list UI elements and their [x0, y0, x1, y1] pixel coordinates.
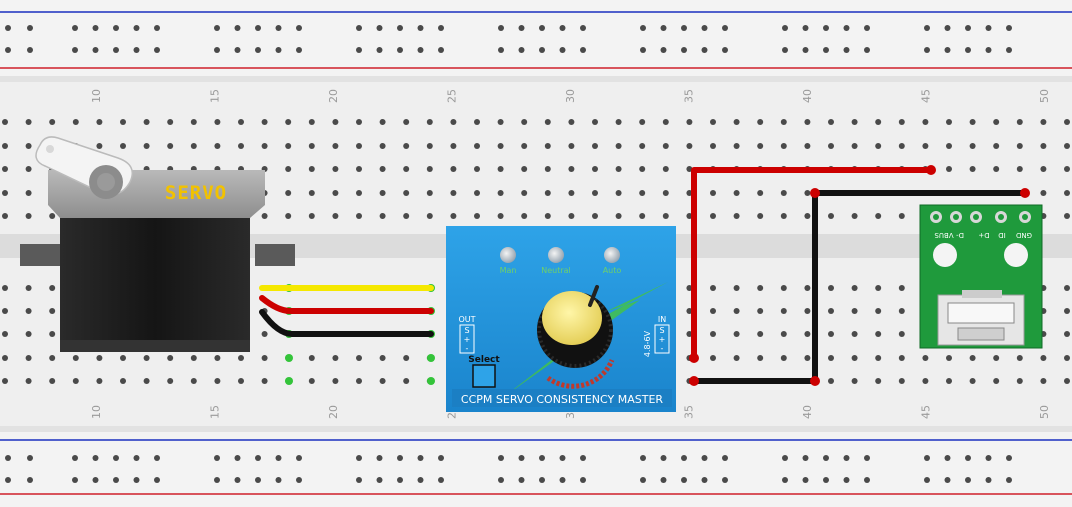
out-pin-s: S — [464, 326, 469, 335]
led-auto — [604, 247, 620, 263]
column-number: 35 — [683, 89, 696, 103]
rail-bottom-gap — [0, 426, 1072, 432]
out-label: OUT — [458, 315, 475, 324]
servo-wires — [259, 285, 434, 337]
led-label-neutral: Neutral — [541, 266, 571, 275]
tester-title: CCPM SERVO CONSISTENCY MASTER — [461, 393, 663, 406]
out-pin-plus: + — [464, 335, 471, 344]
in-pin-s: S — [659, 326, 664, 335]
select-button[interactable] — [472, 364, 496, 388]
usb-pin-dplus: D+ — [978, 231, 989, 239]
column-number: 40 — [801, 89, 814, 103]
column-number: 30 — [564, 89, 577, 103]
voltage-label: 4.8-6V — [643, 330, 652, 357]
servo-motor-icon — [20, 136, 295, 352]
in-pin-plus: + — [659, 335, 666, 344]
column-number: 40 — [801, 405, 814, 419]
wire-power — [259, 295, 434, 314]
column-number: 20 — [327, 405, 340, 419]
micro-usb-port-icon — [937, 290, 1025, 346]
column-number: 15 — [209, 89, 222, 103]
usb-pin-vbus: VBUS — [934, 231, 954, 239]
column-number: 10 — [90, 405, 103, 419]
usb-breakout-board[interactable]: VBUS D- D+ ID GND — [919, 204, 1043, 349]
out-pin-minus: - — [466, 344, 469, 353]
column-number: 20 — [327, 89, 340, 103]
select-label: Select — [468, 355, 500, 365]
column-number: 45 — [920, 89, 933, 103]
column-number: 25 — [446, 89, 459, 103]
jumper-wires — [689, 165, 1030, 386]
usb-pin-gnd: GND — [1016, 231, 1032, 239]
column-number: 50 — [1038, 405, 1051, 419]
usb-pin-dminus: D- — [956, 231, 964, 239]
potentiometer-knob-icon[interactable] — [537, 285, 615, 389]
usb-pin-pads — [930, 211, 1031, 223]
column-number: 15 — [209, 405, 222, 419]
column-number: 35 — [683, 405, 696, 419]
led-man — [500, 247, 516, 263]
led-neutral — [548, 247, 564, 263]
column-number: 50 — [1038, 89, 1051, 103]
jumper-red — [691, 167, 931, 358]
in-pin-minus: - — [661, 344, 664, 353]
power-rail-bottom — [0, 432, 1072, 507]
column-number: 45 — [920, 405, 933, 419]
servo-label: SERVO — [165, 182, 227, 204]
led-label-auto: Auto — [603, 266, 622, 275]
servo-tester[interactable]: Man Neutral Auto OUT S + - IN S + - 4.8-… — [446, 226, 676, 412]
column-number: 10 — [90, 89, 103, 103]
rail-top-gap — [0, 76, 1072, 82]
usb-pin-id: ID — [998, 231, 1005, 239]
column-numbers-top: 10 15 20 25 30 35 40 45 50 — [90, 89, 1051, 103]
servo-motor[interactable]: SERVO — [20, 136, 295, 352]
wire-ground — [259, 309, 434, 337]
in-label: IN — [658, 315, 666, 324]
led-label-man: Man — [500, 266, 517, 275]
jumper-black — [694, 190, 1025, 384]
